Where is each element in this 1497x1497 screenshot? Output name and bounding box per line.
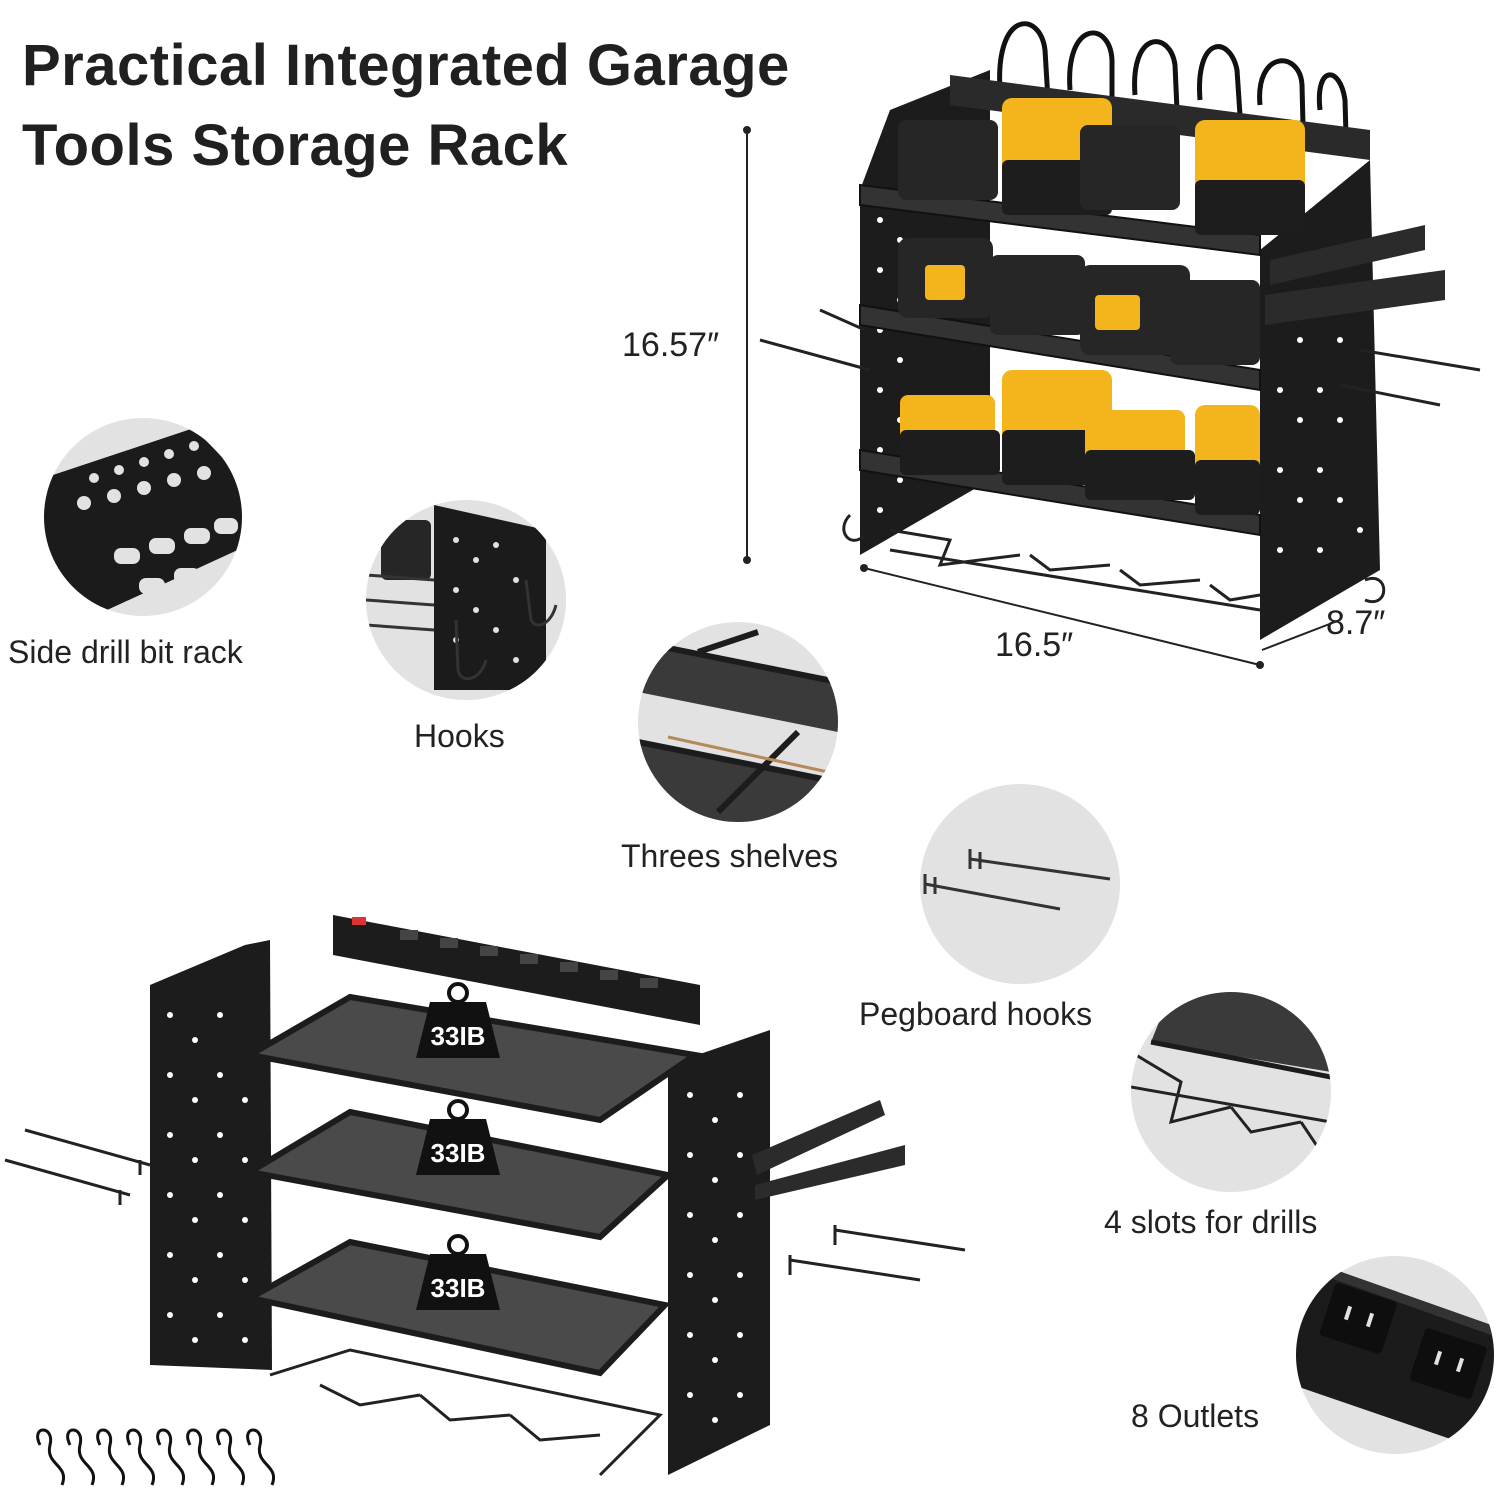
- feature-label-drill-slots: 4 slots for drills: [1104, 1204, 1318, 1240]
- feature-label-hooks: Hooks: [414, 718, 505, 754]
- shelf-icon: [638, 622, 838, 822]
- height-dimension: 16.57″: [622, 326, 720, 364]
- page-title: Practical Integrated Garage Tools Storag…: [22, 26, 790, 186]
- load-badge-2: 33IB: [431, 1138, 486, 1168]
- load-badge-1: 33IB: [431, 1021, 486, 1051]
- feature-label-shelves: Threes shelves: [621, 838, 838, 874]
- exploded-assembly-image: 33IB 33IB 33IB: [4, 915, 966, 1486]
- width-dimension: 16.5″: [995, 626, 1074, 664]
- hook-icon: [366, 500, 566, 700]
- feature-label-outlets: 8 Outlets: [1131, 1398, 1260, 1434]
- assembled-rack-image: [743, 21, 1481, 669]
- title-line-2: Tools Storage Rack: [22, 113, 569, 178]
- load-badge-3: 33IB: [431, 1273, 486, 1303]
- feature-label-drill-bit-rack: Side drill bit rack: [8, 634, 243, 670]
- drill-slot-icon: [1131, 992, 1331, 1192]
- drill-bit-rack-icon: [44, 418, 242, 616]
- depth-dimension: 8.7″: [1326, 604, 1386, 642]
- outlet-icon: [1296, 1256, 1494, 1454]
- pegboard-hook-icon: [920, 784, 1120, 984]
- feature-label-pegboard-hooks: Pegboard hooks: [859, 996, 1093, 1032]
- title-line-1: Practical Integrated Garage: [22, 33, 790, 98]
